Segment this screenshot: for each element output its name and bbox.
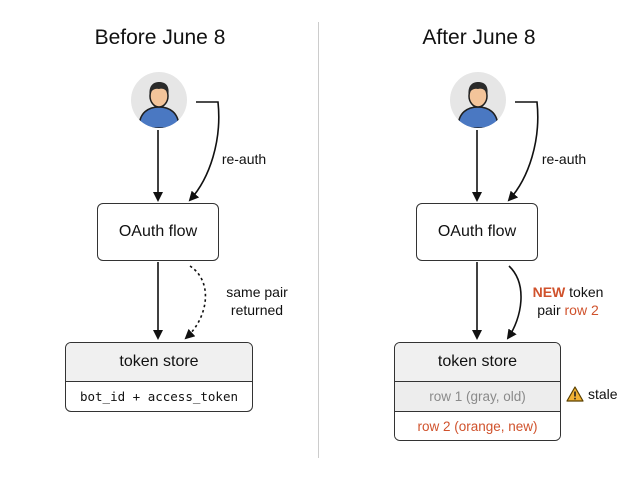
after-title: After June 8 [422, 26, 536, 49]
stale-label: stale [588, 386, 618, 402]
arrow-same-pair-left [184, 265, 207, 340]
stale-warning: stale [566, 386, 618, 402]
token-store-row-left: bot_id + access_token [79, 389, 239, 404]
token-row-new: row 2 (orange, new) [395, 412, 560, 440]
panel-divider [318, 22, 319, 458]
token-store-title-right: token store [395, 343, 560, 382]
oauth-flow-box-right: OAuth flow [416, 203, 538, 261]
token-store-left: token store bot_id + access_token [65, 342, 253, 412]
same-pair-label-line2: returned [230, 302, 284, 318]
new-word: NEW [532, 284, 566, 300]
pair-word: pair [537, 302, 565, 318]
same-pair-label: same pair returned [214, 283, 300, 319]
token-store-right: token store row 1 (gray, old) row 2 (ora… [394, 342, 561, 441]
row2-word: row 2 [564, 302, 599, 318]
new-token-label: NEW token pair row 2 [520, 283, 616, 319]
token-word: token [565, 284, 604, 300]
token-row-old: row 1 (gray, old) [395, 382, 560, 412]
user-avatar-icon [131, 72, 187, 128]
reauth-label-right: re-auth [541, 151, 587, 167]
arrow-reauth-right [507, 101, 539, 202]
same-pair-label-line1: same pair [226, 284, 288, 300]
oauth-flow-box-left: OAuth flow [97, 203, 219, 261]
reauth-label-left: re-auth [221, 151, 267, 167]
user-avatar-icon [450, 72, 506, 128]
arrow-new-token-right [506, 265, 522, 340]
warning-icon [566, 386, 584, 402]
token-store-title-left: token store [66, 343, 252, 382]
before-title: Before June 8 [94, 26, 226, 49]
arrow-reauth-left [188, 101, 220, 202]
